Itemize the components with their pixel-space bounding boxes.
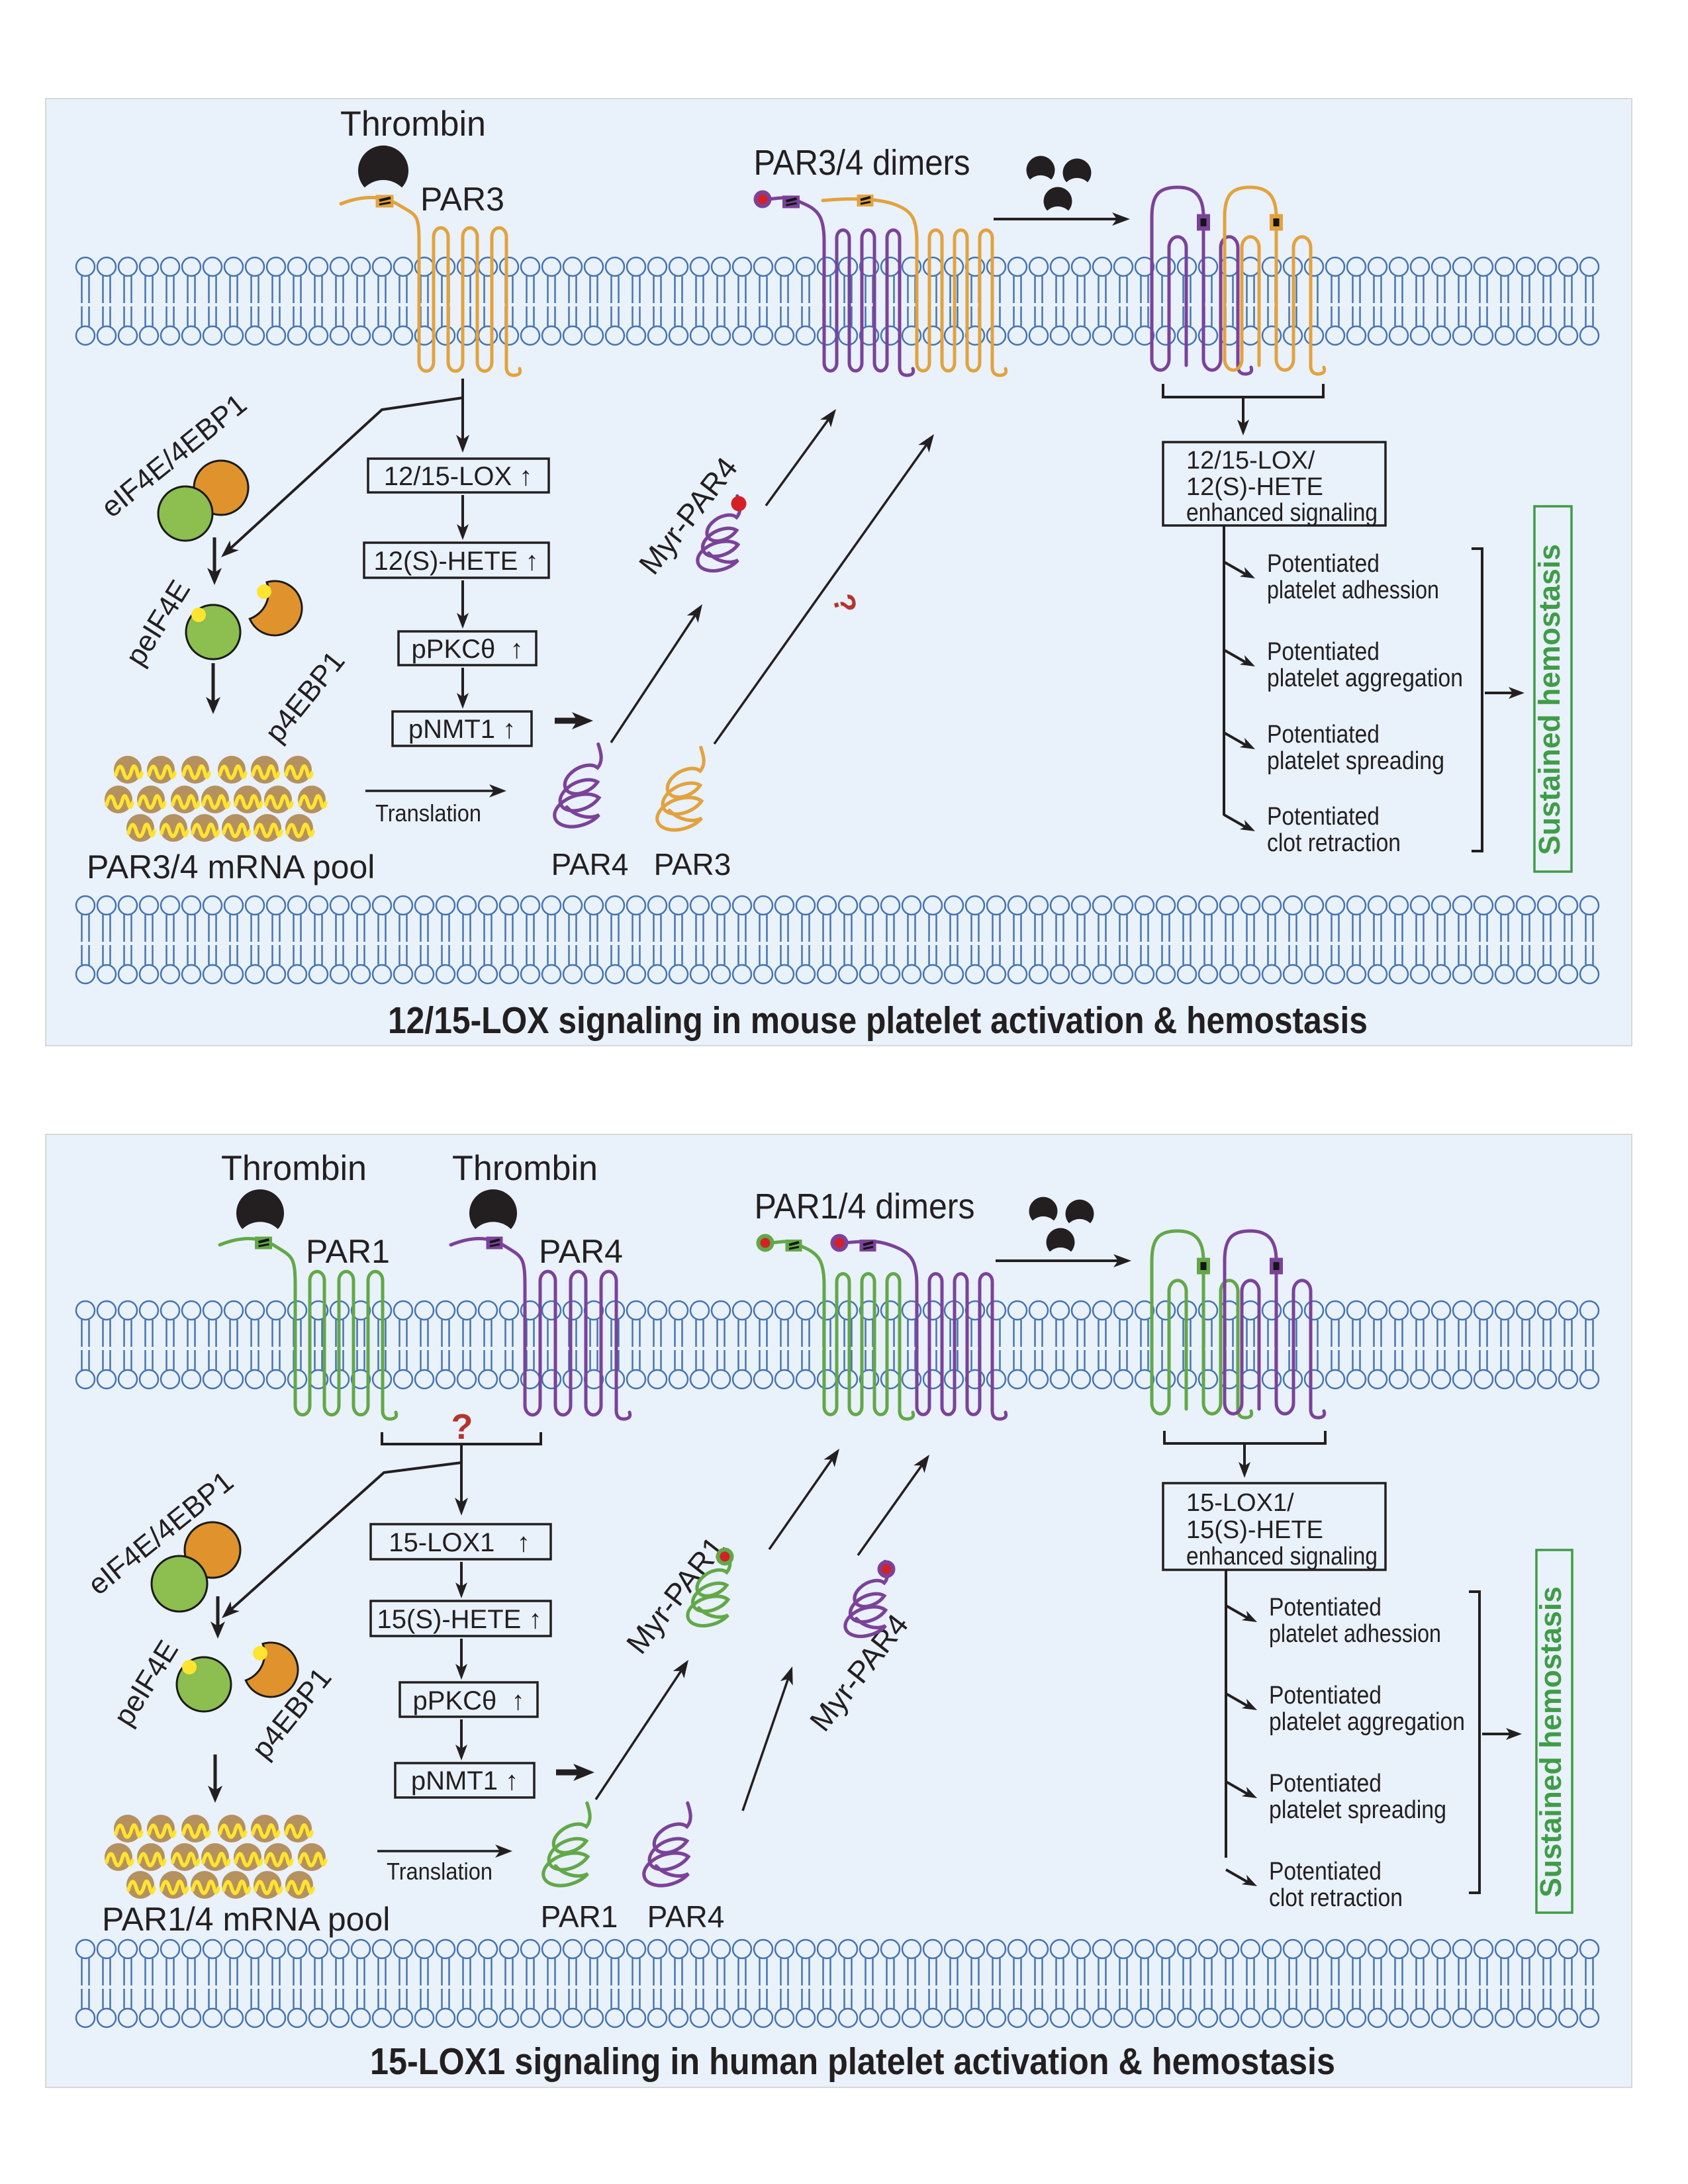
svg-text:15-LOX1/: 15-LOX1/ <box>1186 1489 1294 1517</box>
svg-text:PAR4: PAR4 <box>551 847 629 882</box>
svg-text:platelet adhession: platelet adhession <box>1269 1620 1441 1648</box>
svg-text:platelet adhession: platelet adhession <box>1267 576 1439 604</box>
svg-text:12/15-LOX/: 12/15-LOX/ <box>1186 447 1315 475</box>
svg-text:pNMT1 ↑: pNMT1 ↑ <box>411 1766 518 1796</box>
svg-text:Translation: Translation <box>375 799 481 827</box>
svg-text:enhanced signaling: enhanced signaling <box>1186 499 1378 527</box>
svg-text:15-LOX1 ↑: 15-LOX1 ↑ <box>389 1528 530 1557</box>
svg-text:Sustained hemostasis: Sustained hemostasis <box>1532 544 1566 855</box>
svg-text:?: ? <box>451 1407 473 1447</box>
svg-text:PAR3: PAR3 <box>420 181 504 218</box>
svg-text:clot retraction: clot retraction <box>1267 829 1401 857</box>
svg-text:PAR3/4 mRNA pool: PAR3/4 mRNA pool <box>87 848 375 886</box>
svg-text:Thrombin: Thrombin <box>452 1149 598 1188</box>
svg-text:Translation: Translation <box>387 1858 492 1885</box>
svg-text:PAR1: PAR1 <box>306 1233 390 1270</box>
svg-text:Potentiated: Potentiated <box>1269 1682 1382 1709</box>
svg-text:PAR4: PAR4 <box>539 1233 623 1270</box>
svg-text:platelet spreading: platelet spreading <box>1267 747 1444 775</box>
svg-text:15(S)-HETE ↑: 15(S)-HETE ↑ <box>377 1605 542 1634</box>
svg-text:12/15-LOX signaling in mouse p: 12/15-LOX signaling in mouse platelet ac… <box>388 999 1368 1042</box>
svg-text:Thrombin: Thrombin <box>340 105 486 144</box>
svg-text:pNMT1 ↑: pNMT1 ↑ <box>408 715 516 744</box>
svg-text:Potentiated: Potentiated <box>1269 1770 1382 1797</box>
svg-text:15-LOX1 signaling in human pla: 15-LOX1 signaling in human platelet acti… <box>370 2040 1335 2083</box>
svg-text:clot retraction: clot retraction <box>1269 1884 1403 1912</box>
svg-text:platelet aggregation: platelet aggregation <box>1267 664 1463 692</box>
svg-text:Sustained hemostasis: Sustained hemostasis <box>1534 1586 1568 1897</box>
svg-text:enhanced signaling: enhanced signaling <box>1186 1543 1378 1570</box>
svg-text:platelet spreading: platelet spreading <box>1269 1796 1446 1824</box>
svg-text:PAR4: PAR4 <box>647 1899 725 1934</box>
svg-text:platelet aggregation: platelet aggregation <box>1269 1708 1465 1736</box>
svg-text:Potentiated: Potentiated <box>1267 721 1380 749</box>
svg-text:Potentiated: Potentiated <box>1269 1594 1382 1621</box>
svg-text:pPKCθ ↑: pPKCθ ↑ <box>412 635 524 664</box>
svg-text:PAR1: PAR1 <box>541 1899 618 1934</box>
svg-text:pPKCθ ↑: pPKCθ ↑ <box>413 1686 525 1715</box>
svg-text:PAR3: PAR3 <box>654 847 731 882</box>
svg-text:Potentiated: Potentiated <box>1267 803 1380 831</box>
svg-text:12(S)-HETE ↑: 12(S)-HETE ↑ <box>374 547 539 576</box>
svg-text:PAR1/4 mRNA pool: PAR1/4 mRNA pool <box>102 1901 390 1938</box>
svg-text:PAR1/4 dimers: PAR1/4 dimers <box>755 1187 975 1226</box>
svg-text:Potentiated: Potentiated <box>1267 550 1380 578</box>
svg-text:15(S)-HETE: 15(S)-HETE <box>1186 1516 1323 1544</box>
svg-text:PAR3/4 dimers: PAR3/4 dimers <box>754 143 970 183</box>
svg-text:12(S)-HETE: 12(S)-HETE <box>1186 473 1323 501</box>
svg-text:Potentiated: Potentiated <box>1267 638 1380 666</box>
svg-text:12/15-LOX ↑: 12/15-LOX ↑ <box>384 462 533 491</box>
svg-text:Thrombin: Thrombin <box>221 1149 367 1188</box>
svg-text:Potentiated: Potentiated <box>1269 1858 1382 1886</box>
